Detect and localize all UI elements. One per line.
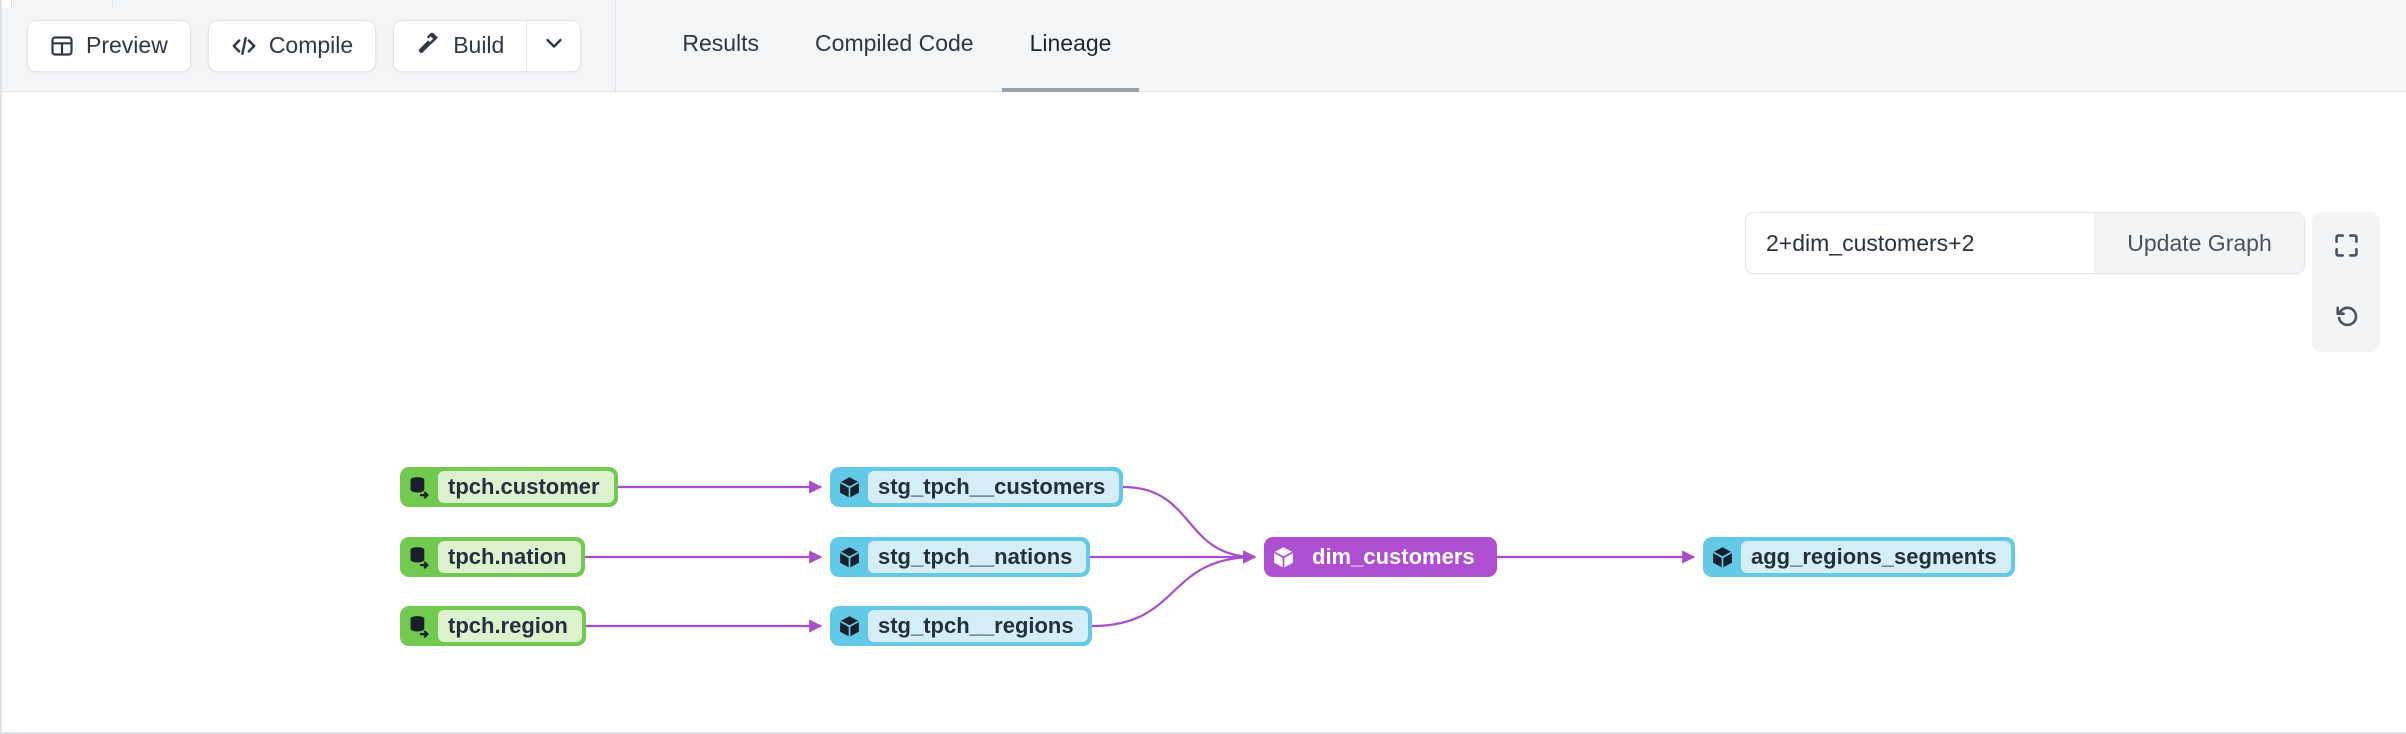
build-dropdown-button[interactable]: [526, 20, 580, 71]
build-split-button: Build: [393, 19, 582, 72]
lineage-node-stg-customers[interactable]: stg_tpch__customers: [830, 467, 1124, 507]
lineage-node-src-customer[interactable]: tpch.customer: [400, 467, 618, 507]
lineage-node-src-region[interactable]: tpch.region: [400, 606, 586, 646]
database-icon: [400, 467, 438, 507]
compile-button[interactable]: Compile: [207, 19, 377, 72]
tab-lineage-label: Lineage: [1029, 30, 1112, 56]
toolbar-notch-divider: [112, 0, 113, 7]
cube-icon: [830, 537, 868, 577]
tab-results[interactable]: Results: [654, 0, 787, 92]
lineage-node-label: tpch.nation: [438, 541, 581, 573]
lineage-node-agg-regions[interactable]: agg_regions_segments: [1703, 537, 2015, 577]
graph-controls: [2312, 212, 2380, 352]
tab-bar: Results Compiled Code Lineage: [654, 0, 1140, 92]
build-button[interactable]: Build: [394, 21, 526, 71]
lineage-node-stg-nations[interactable]: stg_tpch__nations: [830, 537, 1091, 577]
lineage-node-label: dim_customers: [1312, 544, 1475, 569]
reset-icon: [2333, 302, 2360, 332]
code-brackets-icon: [231, 34, 257, 58]
chevron-down-icon: [542, 31, 566, 60]
compile-label: Compile: [268, 32, 354, 58]
update-graph-button[interactable]: Update Graph: [2094, 213, 2304, 273]
lineage-node-dim-customers[interactable]: dim_customers: [1264, 537, 1497, 577]
lineage-node-label: tpch.customer: [438, 471, 614, 503]
lineage-edge: [1122, 485, 1257, 564]
lineage-node-label: stg_tpch__customers: [868, 471, 1120, 503]
lineage-node-label: stg_tpch__regions: [868, 610, 1088, 642]
lineage-edge: [1091, 550, 1257, 628]
lineage-selector-input[interactable]: [1746, 213, 2094, 273]
hammer-icon: [416, 31, 441, 61]
lineage-node-stg-regions[interactable]: stg_tpch__regions: [830, 606, 1092, 646]
toolbar-divider: [615, 0, 617, 92]
database-icon: [400, 606, 438, 646]
fullscreen-icon: [2333, 232, 2360, 262]
lineage-node-label: agg_regions_segments: [1741, 541, 2011, 573]
tab-compiled-code-label: Compiled Code: [815, 30, 974, 56]
cube-icon: [830, 606, 868, 646]
toolbar-button-group: Preview Compile: [27, 19, 582, 72]
preview-label: Preview: [86, 32, 168, 58]
reset-graph-button[interactable]: [2312, 282, 2380, 352]
lineage-node-label: stg_tpch__nations: [868, 541, 1087, 573]
editor-toolbar: Preview Compile: [2, 0, 2406, 92]
lineage-canvas[interactable]: tpch.customer tpch.nation tpch.region stg_t…: [2, 92, 2406, 732]
tab-lineage[interactable]: Lineage: [1001, 0, 1140, 92]
build-label: Build: [453, 32, 505, 58]
database-icon: [400, 537, 438, 577]
table-grid-icon: [50, 34, 74, 58]
lineage-node-label: tpch.region: [438, 610, 582, 642]
cube-icon: [1703, 537, 1741, 577]
tab-compiled-code[interactable]: Compiled Code: [787, 0, 1002, 92]
cube-icon: [1264, 537, 1302, 577]
preview-button[interactable]: Preview: [27, 19, 191, 72]
toolbar-notch: [2, 0, 12, 8]
fullscreen-button[interactable]: [2312, 212, 2380, 282]
lineage-graph: tpch.customer tpch.nation tpch.region stg_t…: [2, 92, 2406, 732]
tab-results-label: Results: [682, 30, 760, 56]
edge-layer: [585, 480, 1696, 633]
lineage-selector-bar: Update Graph: [1745, 212, 2305, 274]
lineage-node-src-nation[interactable]: tpch.nation: [400, 537, 585, 577]
cube-icon: [830, 467, 868, 507]
